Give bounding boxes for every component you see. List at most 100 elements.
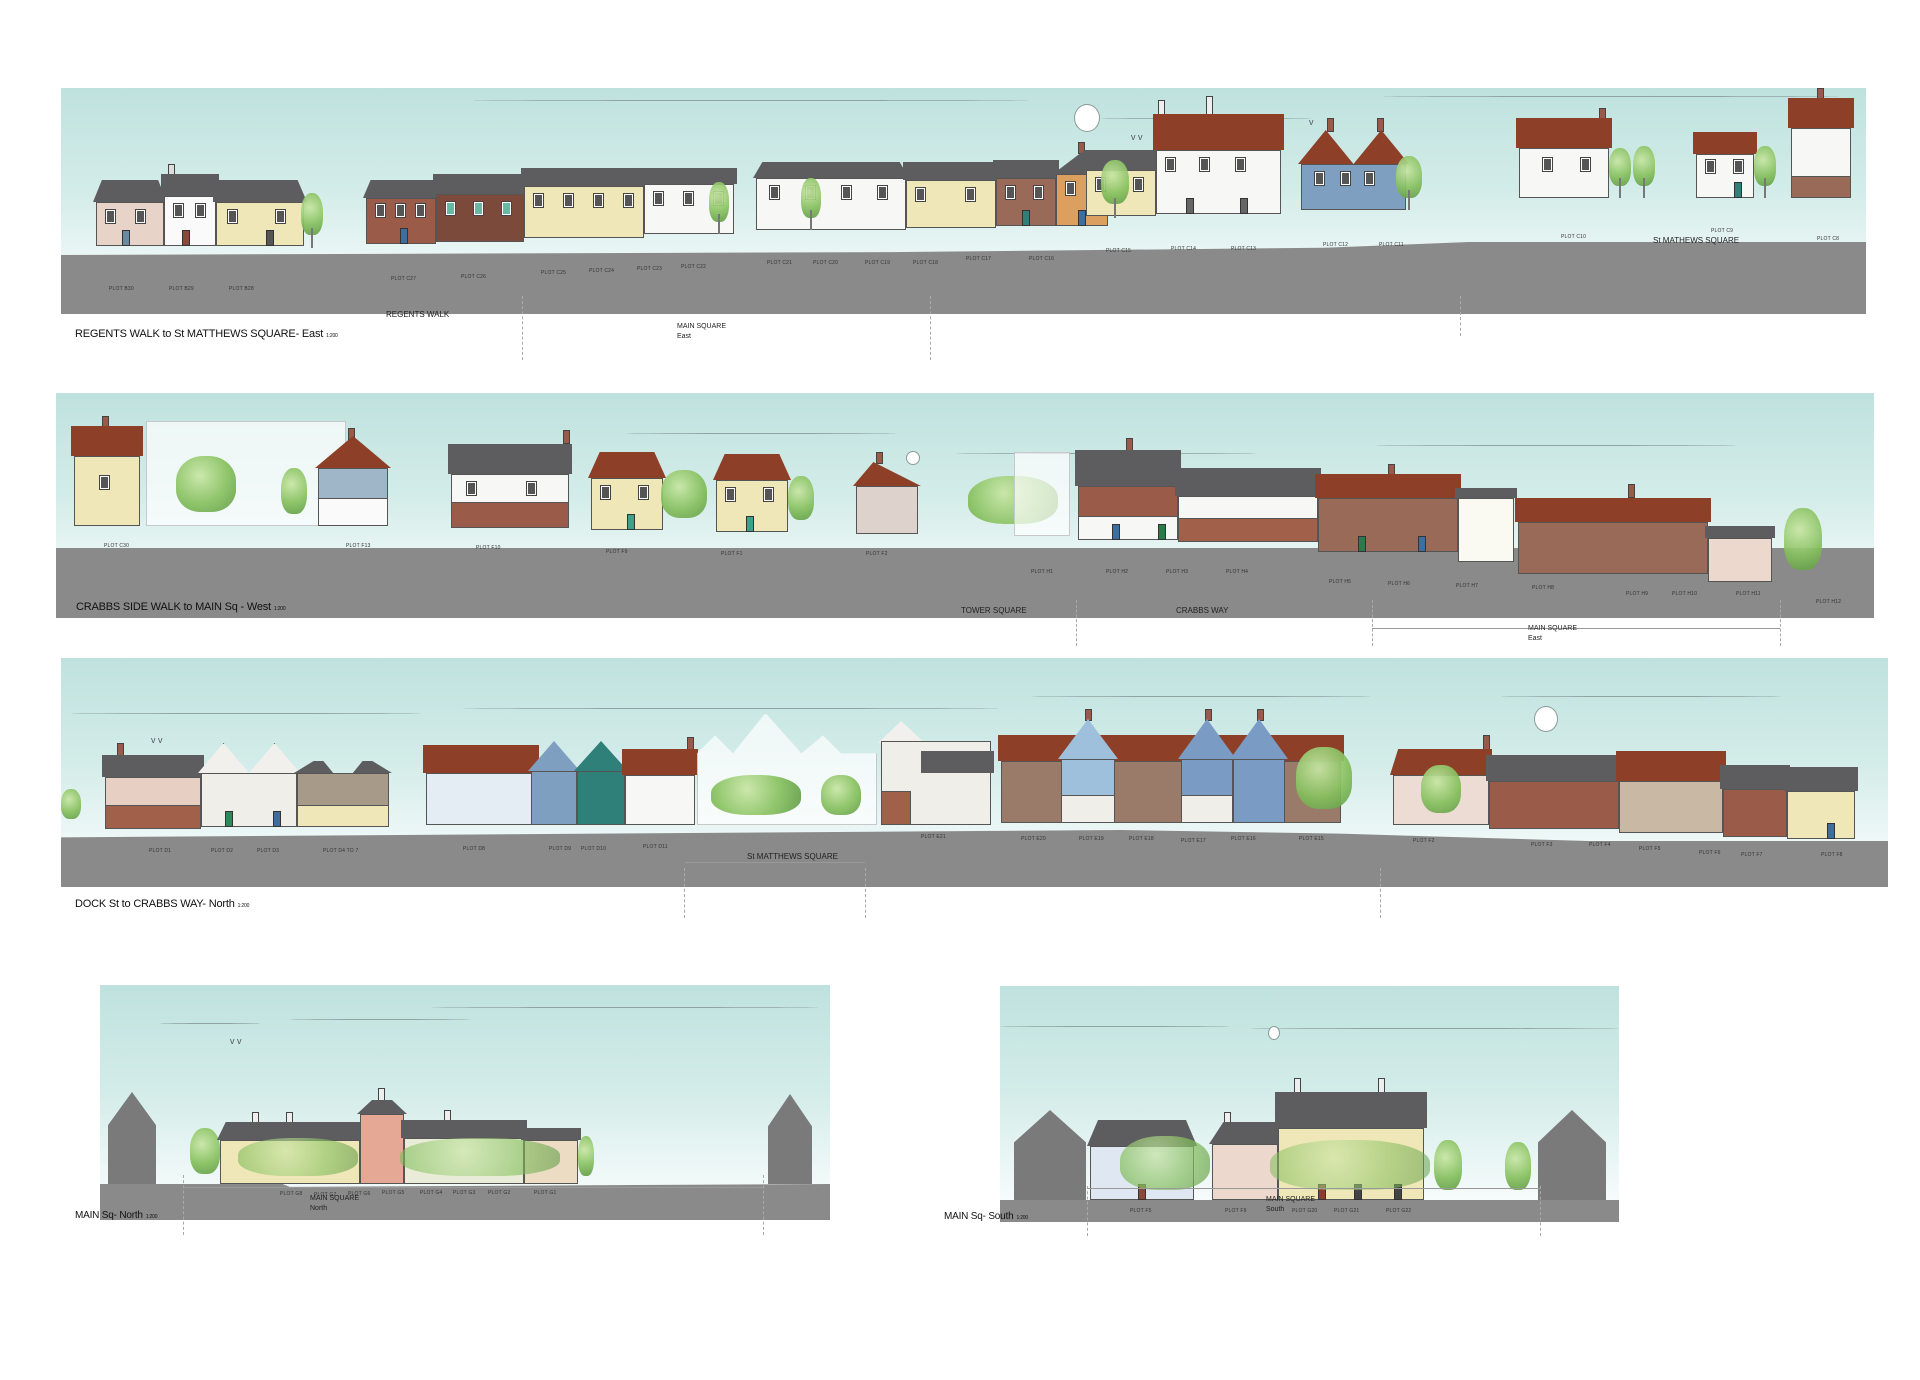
house-plot-c12-c11: [1298, 118, 1409, 210]
dimension-line: [1372, 628, 1780, 629]
plot-label: PLOT C16: [1029, 256, 1055, 262]
tree-icon: [190, 1128, 220, 1184]
neighbour-silhouette-right: [768, 1094, 812, 1184]
plot-label: PLOT C21: [767, 260, 793, 266]
plot-label: PLOT E19: [1079, 836, 1104, 842]
elevation-main-sq-north-panel: v v PLOT G8 PLOT G7 PLOT G6 PLOT G5 PLOT…: [100, 985, 830, 1220]
tree-icon: [1434, 1140, 1462, 1200]
plot-label: PLOT E21: [921, 834, 946, 840]
plot-label: PLOT F10: [476, 545, 501, 551]
house-plot-c9: [1693, 132, 1757, 198]
tree-icon: [578, 1136, 594, 1184]
tree-icon: [821, 775, 861, 825]
house-plot-f2: [853, 452, 921, 534]
plot-label: PLOT E18: [1129, 836, 1154, 842]
house-plot-f10: [448, 430, 572, 528]
tree-icon: [1296, 747, 1352, 823]
plot-label: PLOT B28: [229, 286, 254, 292]
cloud-line: [1501, 696, 1781, 697]
plot-label: PLOT C12: [1323, 242, 1349, 248]
tree-icon: [1754, 146, 1776, 198]
elevation-regents-walk-panel: v v v: [61, 88, 1866, 314]
house-plot-f13: [315, 428, 391, 526]
house-plot-c10: [1516, 108, 1612, 198]
plot-label: PLOT G4: [420, 1190, 443, 1196]
plot-label: PLOT C8: [1817, 236, 1840, 242]
plot-label: PLOT H3: [1166, 569, 1189, 575]
plot-label: PLOT G22: [1386, 1208, 1412, 1214]
house-plot-d11: [622, 737, 698, 825]
house-plot-f9: [1209, 1112, 1281, 1200]
cloud-line: [1381, 96, 1841, 97]
plot-label: PLOT F5: [1639, 846, 1661, 852]
house-plot-c27: [363, 180, 439, 244]
ground-section: [100, 1184, 830, 1220]
plot-label: PLOT C26: [461, 274, 487, 280]
plot-label: PLOT E17: [1181, 838, 1206, 844]
dimension-line: [685, 862, 865, 863]
house-plot-c30-tower: [71, 416, 143, 526]
elevation-main-sq-south-panel: PLOT F5 PLOT F9 PLOT G20 PLOT G21 PLOT G…: [1000, 986, 1619, 1222]
house-cream-pair: [903, 162, 999, 228]
tree-icon: [1633, 146, 1655, 198]
neighbour-silhouette-left: [108, 1092, 156, 1184]
tree-icon: [788, 476, 814, 532]
tree-icon: [238, 1138, 358, 1184]
dimension-tick: [684, 868, 685, 918]
cloud-line: [430, 1007, 820, 1008]
plot-label: PLOT G5: [382, 1190, 405, 1196]
house-plot-f8: [1784, 767, 1858, 839]
street-label: CRABBS WAY: [1176, 606, 1229, 615]
tree-icon: [61, 789, 81, 829]
bird-icon: v v: [1131, 132, 1143, 142]
house-plot-d1: [102, 743, 204, 829]
plot-label: PLOT C9: [1711, 228, 1734, 234]
ground-section: [1000, 1200, 1619, 1222]
plot-label: PLOT F3: [1531, 842, 1553, 848]
dimension-tick: [1540, 1186, 1541, 1236]
plot-label: PLOT C13: [1231, 246, 1257, 252]
plot-label: PLOT G3: [453, 1190, 476, 1196]
cloud-line: [1000, 1026, 1230, 1027]
cloud-line: [1376, 445, 1736, 446]
house-plot-d9: [528, 741, 580, 825]
house-plot-h7: [1455, 488, 1517, 562]
tree-icon: [1505, 1142, 1531, 1200]
plot-label: PLOT F9: [1225, 1208, 1247, 1214]
house-plot-h4: [1175, 468, 1321, 542]
house-plot-e21: [878, 721, 994, 825]
plot-label: PLOT G20: [1292, 1208, 1318, 1214]
plot-label: PLOT F6: [1699, 850, 1721, 856]
dimension-tick: [865, 868, 866, 918]
plot-label: PLOT C17: [966, 256, 992, 262]
plot-label: PLOT H7: [1456, 583, 1479, 589]
bird-icon: v v: [230, 1036, 242, 1046]
house-plot-f9: [588, 452, 666, 530]
plot-label: PLOT D9: [549, 846, 572, 852]
plot-label: PLOT E20: [1021, 836, 1046, 842]
street-label: St MATTHEWS SQUARE: [747, 852, 838, 861]
street-label: St MATHEWS SQUARE: [1653, 236, 1740, 245]
plot-label: PLOT C30: [104, 543, 130, 549]
plot-label: PLOT C24: [589, 268, 615, 274]
dimension-tick: [1460, 296, 1461, 336]
elevation-crabbs-side-walk-panel: PLOT C30 PLOT F13 PLOT F10 PLOT F9 PLOT …: [56, 393, 1874, 618]
plot-label: PLOT H5: [1329, 579, 1352, 585]
house-plot-h12: [1705, 526, 1775, 582]
tree-icon: [1784, 508, 1822, 584]
dimension-tick: [930, 296, 931, 360]
house-blue-gable-e19: [1058, 709, 1118, 823]
cloud-line: [1031, 696, 1371, 697]
plot-label: PLOT G21: [1334, 1208, 1360, 1214]
sun-icon: [1534, 706, 1558, 732]
dimension-tick: [1780, 600, 1781, 646]
neighbour-silhouette-left: [1014, 1110, 1086, 1200]
house-plot-d2-d3: [198, 743, 300, 827]
cloud-line: [290, 1019, 470, 1020]
plot-label: PLOT D8: [463, 846, 486, 852]
